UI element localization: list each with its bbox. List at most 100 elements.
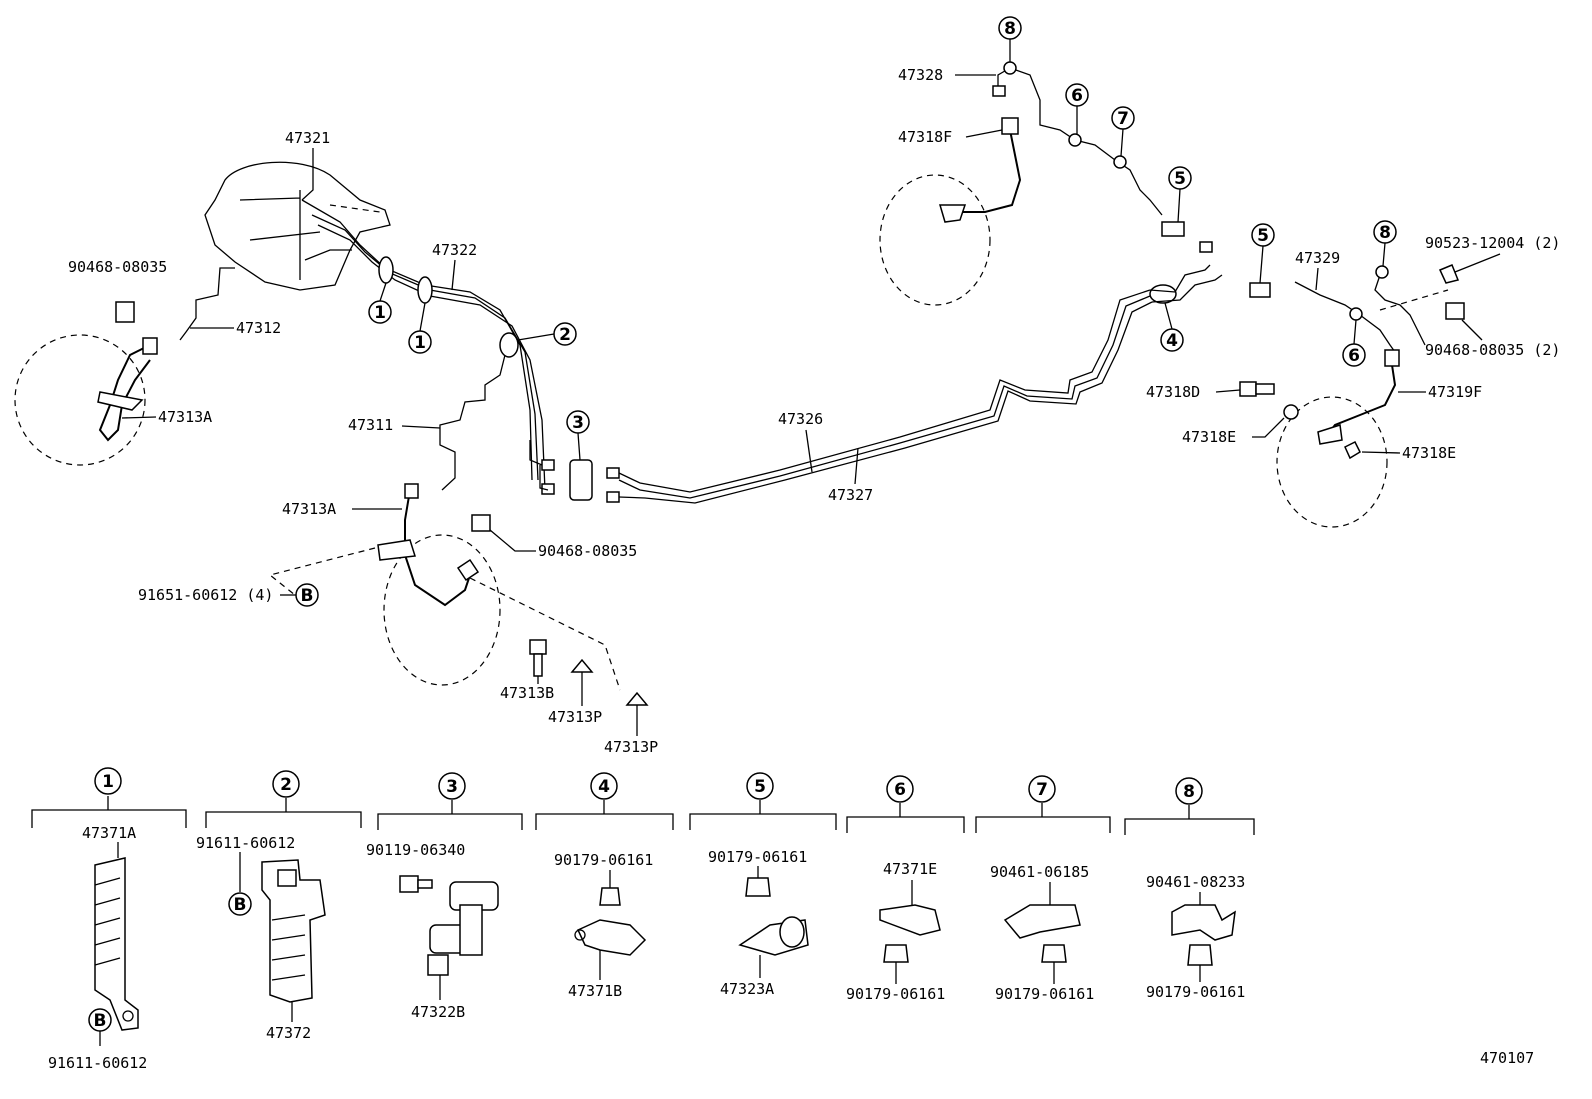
clip-90468-rear (1445, 302, 1465, 320)
brake-line-47328 (1009, 67, 1163, 216)
kit-callout-b-2: B (234, 895, 247, 915)
kit-row: 1 2 3 4 5 6 7 8 47371A B 91611-60612 916… (31, 767, 1255, 1072)
brake-line-47312 (179, 267, 235, 341)
callout-6-a: 6 (1071, 86, 1083, 106)
clamp-47371B (574, 887, 647, 956)
label-47318E-1: 47318E (1182, 428, 1236, 446)
kit-callout-b-1: B (94, 1011, 107, 1031)
clip-90468-left (115, 301, 135, 323)
label-47313P-1: 47313P (548, 708, 602, 726)
callout-3: 3 (572, 413, 584, 433)
callout-8-b: 8 (1379, 223, 1391, 243)
kit-label-90461-08233: 90461-08233 (1146, 873, 1245, 891)
kit-label-90179-06161-d: 90179-06161 (995, 985, 1094, 1003)
label-47312: 47312 (236, 319, 281, 337)
front-left-caliper-area (14, 334, 158, 466)
nut-47313P-2 (625, 691, 649, 706)
rear-left-wheel-area (879, 117, 1022, 306)
kit-label-91611-60612-a: 91611-60612 (196, 834, 295, 852)
kit-callout-3: 3 (446, 777, 458, 797)
clamp-47323A (738, 877, 809, 956)
bolt-47313B (529, 639, 547, 677)
callout-6-b: 6 (1348, 346, 1360, 366)
fitting-5-lower (1249, 282, 1271, 298)
kit-label-90179-06161-c: 90179-06161 (846, 985, 945, 1003)
fitting-47328 (992, 85, 1006, 97)
kit-label-90179-06161-e: 90179-06161 (1146, 983, 1245, 1001)
clamp-1-b (417, 276, 433, 304)
label-47328: 47328 (898, 66, 943, 84)
clamp-4 (1149, 284, 1177, 304)
callout-8-a: 8 (1004, 19, 1016, 39)
label-90468-08035-b: 90468-08035 (538, 542, 637, 560)
kit-label-91611-60612-b: 91611-60612 (48, 1054, 147, 1072)
label-47311: 47311 (348, 416, 393, 434)
clamp-1-a (378, 256, 394, 284)
label-47327: 47327 (828, 486, 873, 504)
label-91651-60612: 91651-60612 (4) (138, 586, 273, 604)
callout-2: 2 (559, 325, 571, 345)
kit-label-90179-06161-a: 90179-06161 (554, 851, 653, 869)
label-47313A-1: 47313A (158, 408, 212, 426)
clamp-47371E (879, 904, 941, 963)
kit-label-47322B: 47322B (411, 1003, 465, 1021)
dashed-91651 (268, 547, 376, 596)
label-90523-12004: 90523-12004 (2) (1425, 234, 1560, 252)
nut-47313P-1 (570, 658, 594, 673)
bolt-47318D (1239, 381, 1275, 397)
callout-1-a: 1 (374, 303, 386, 323)
kit-label-47371E: 47371E (883, 860, 937, 878)
callout-b-main: B (301, 586, 314, 606)
brake-line-47311 (439, 354, 506, 491)
fitting-5-upper (1161, 221, 1185, 237)
main-callouts: 1 1 2 3 4 5 5 6 6 7 8 8 B (295, 16, 1397, 607)
kit-callout-2: 2 (280, 775, 292, 795)
label-47326: 47326 (778, 410, 823, 428)
front-right-caliper-area (377, 483, 501, 686)
kit-label-90461-06185: 90461-06185 (990, 863, 1089, 881)
label-47313B: 47313B (500, 684, 554, 702)
kit-label-90119-06340: 90119-06340 (366, 841, 465, 859)
kit-callout-1: 1 (102, 772, 114, 792)
kit-callout-8: 8 (1183, 782, 1195, 802)
label-47322: 47322 (432, 241, 477, 259)
brake-line-47329 (1294, 281, 1396, 353)
label-47313A-2: 47313A (282, 500, 336, 518)
callout-5-b: 5 (1257, 226, 1269, 246)
tube-bundle-47322 (301, 199, 546, 491)
main-assembly (14, 61, 1465, 706)
rear-lines-47326-47327 (618, 289, 1153, 504)
junction-47322B (399, 875, 499, 976)
kit-label-90179-06161-b: 90179-06161 (708, 848, 807, 866)
master-cylinder (204, 161, 391, 291)
clamp-2 (499, 332, 519, 358)
diagram-code: 470107 (1480, 1049, 1534, 1067)
label-47321: 47321 (285, 129, 330, 147)
clamp-47371A (94, 857, 139, 1031)
main-labels: 47321 47322 90468-08035 47312 47313A 473… (68, 66, 1560, 756)
washer-47318E (1283, 404, 1299, 420)
junction-block-3 (529, 440, 620, 503)
callout-4: 4 (1166, 331, 1178, 351)
kit-label-47372: 47372 (266, 1024, 311, 1042)
callout-7: 7 (1117, 109, 1129, 129)
label-47319F: 47319F (1428, 383, 1482, 401)
label-47318E-2: 47318E (1402, 444, 1456, 462)
clamp-47372 (261, 859, 326, 1003)
kit-label-47371B: 47371B (568, 982, 622, 1000)
callout-1-b: 1 (414, 333, 426, 353)
kit-callout-6: 6 (894, 780, 906, 800)
label-90468-08035-c: 90468-08035 (2) (1425, 341, 1560, 359)
kit-callout-5: 5 (754, 777, 766, 797)
label-47313P-2: 47313P (604, 738, 658, 756)
clip-90468-right-front (471, 514, 491, 532)
label-47318F: 47318F (898, 128, 952, 146)
kit-callout-4: 4 (598, 777, 610, 797)
callout-5-a: 5 (1174, 169, 1186, 189)
label-90468-08035-a: 90468-08035 (68, 258, 167, 276)
clip-90523 (1438, 264, 1460, 284)
clamp-90461-06185 (1003, 904, 1081, 963)
label-47329: 47329 (1295, 249, 1340, 267)
kit-label-47323A: 47323A (720, 980, 774, 998)
